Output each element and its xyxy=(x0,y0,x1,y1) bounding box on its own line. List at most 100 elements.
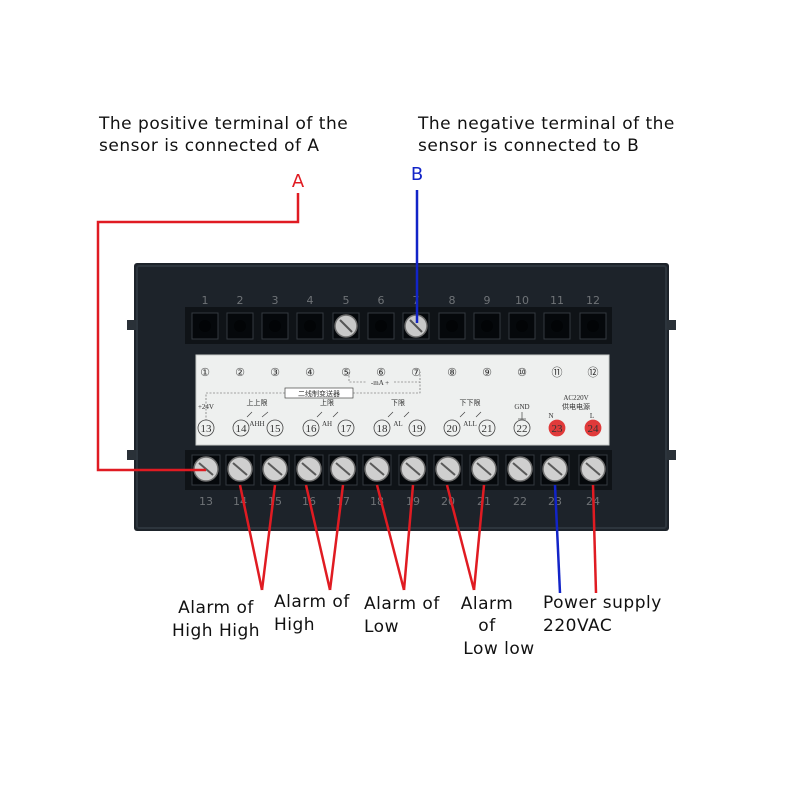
plate-top-number: ⑪ xyxy=(552,366,563,379)
terminal-label-plate xyxy=(195,354,610,446)
plate-bottom-circle xyxy=(408,419,426,437)
live-mark: L xyxy=(590,412,594,420)
marker-b: B xyxy=(411,164,423,185)
top-terminal-number: 8 xyxy=(449,294,456,307)
wire-l-19 xyxy=(402,484,415,591)
wire-hh-14 xyxy=(238,484,264,591)
screw-slot xyxy=(267,462,283,476)
ma-bracket-left xyxy=(348,372,366,383)
top-terminal-hole xyxy=(375,320,387,332)
alarm-hh-label-1: Alarm of xyxy=(178,598,254,618)
screw-slot xyxy=(476,462,492,476)
plate-bottom-number: 21 xyxy=(482,423,493,435)
power-label-2: 220VAC xyxy=(543,616,612,636)
plate-bottom-number: 23 xyxy=(552,423,564,435)
top-terminal-hole xyxy=(199,320,211,332)
power-label-1: Power supply xyxy=(543,593,662,613)
top-terminal-number: 6 xyxy=(378,294,385,307)
transmitter-wire-right xyxy=(353,382,421,394)
top-terminal-number: 11 xyxy=(550,294,564,307)
wire-ll-20 xyxy=(445,484,476,591)
controller-panel-edge xyxy=(136,265,667,529)
screw-slot xyxy=(409,319,423,333)
plate-top-number: ⑧ xyxy=(447,367,457,379)
wire-power-23 xyxy=(553,484,562,594)
plate-top-number: ③ xyxy=(270,367,280,379)
top-terminal-number: 3 xyxy=(272,294,279,307)
plate-bottom-number: 17 xyxy=(341,423,353,435)
plate-bottom-circle xyxy=(302,419,320,437)
top-terminal-number: 4 xyxy=(307,294,314,307)
bottom-terminal-strip xyxy=(185,450,612,490)
alarm-l-label-1: Alarm of xyxy=(364,594,440,614)
all-code: ALL xyxy=(463,420,477,428)
top-terminal-strip xyxy=(185,307,612,344)
plate-top-number: ② xyxy=(235,367,245,379)
plate-bottom-circle xyxy=(478,419,496,437)
top-terminal-number: 5 xyxy=(343,294,350,307)
screw-slot xyxy=(301,462,317,476)
marker-a: A xyxy=(292,171,305,192)
plate-bottom-circle xyxy=(513,419,531,437)
top-terminal-hole xyxy=(551,320,563,332)
plate-top-number: ① xyxy=(200,367,210,379)
screw-slot xyxy=(369,462,385,476)
bottom-terminal-number: 19 xyxy=(406,495,420,508)
plate-top-number: ⑫ xyxy=(588,366,599,379)
top-terminal-number: 9 xyxy=(484,294,491,307)
top-terminal-hole xyxy=(587,320,599,332)
alarm-ll-label-1: Alarm xyxy=(461,594,514,614)
screw-slot xyxy=(339,319,353,333)
plate-bottom-number: 13 xyxy=(201,423,213,435)
plate-bottom-number: 18 xyxy=(377,423,389,435)
alarm-h-label-1: Alarm of xyxy=(274,592,350,612)
plate-top-number: ⑥ xyxy=(376,367,386,379)
alarm-hh-label-2: High High xyxy=(172,621,260,641)
negative-note-line-1: The negative terminal of the xyxy=(417,114,675,134)
positive-note-line-1: The positive terminal of the xyxy=(98,114,348,134)
plate-top-number: ④ xyxy=(305,367,315,379)
screw-slot xyxy=(335,462,351,476)
plate-bottom-circle xyxy=(584,419,602,437)
panel-clip-left-top xyxy=(127,320,136,330)
screw-slot xyxy=(405,462,421,476)
ac220v-label: AC220V xyxy=(563,394,588,402)
plate-bottom-number: 24 xyxy=(588,423,600,435)
screw-slot xyxy=(512,462,528,476)
top-terminal-number: 10 xyxy=(515,294,529,307)
screw-slot xyxy=(440,462,456,476)
bottom-terminal-number: 17 xyxy=(336,495,350,508)
bottom-terminal-number: 22 xyxy=(513,495,527,508)
screw-slot xyxy=(232,462,248,476)
wire-ll-21 xyxy=(472,484,486,591)
alarm-ll-label-2: of xyxy=(478,616,496,636)
screw-slot xyxy=(585,462,601,476)
wire-power-24 xyxy=(591,484,598,594)
alarm-h-label-2: High xyxy=(274,615,315,635)
top-terminal-number: 2 xyxy=(237,294,244,307)
plate-bottom-number: 16 xyxy=(306,423,318,435)
top-terminal-hole xyxy=(304,320,316,332)
al-code: AL xyxy=(393,420,402,428)
wire-l-18 xyxy=(375,484,406,591)
panel-clip-left-bottom xyxy=(127,450,136,460)
wire-h-17 xyxy=(328,484,345,591)
plate-bottom-number: 19 xyxy=(412,423,424,435)
al-title: 下限 xyxy=(391,398,405,407)
top-terminal-slot[interactable] xyxy=(508,312,536,340)
transmitter-wire-left xyxy=(205,392,285,420)
top-terminal-block xyxy=(185,307,612,344)
power-source-label: 供电电源 xyxy=(562,402,590,411)
ahh-title: 上上限 xyxy=(247,398,268,407)
plate-top-number: ⑦ xyxy=(411,367,421,379)
relay-contact-symbols xyxy=(246,411,526,420)
bottom-terminal-number: 13 xyxy=(199,495,213,508)
positive-note-line-2: sensor is connected of A xyxy=(99,136,320,156)
top-terminal-number: 1 xyxy=(202,294,209,307)
plus-24v-label: +24V xyxy=(198,403,214,411)
wire-hh-15 xyxy=(260,484,277,591)
plate-bottom-number: 14 xyxy=(236,423,248,435)
